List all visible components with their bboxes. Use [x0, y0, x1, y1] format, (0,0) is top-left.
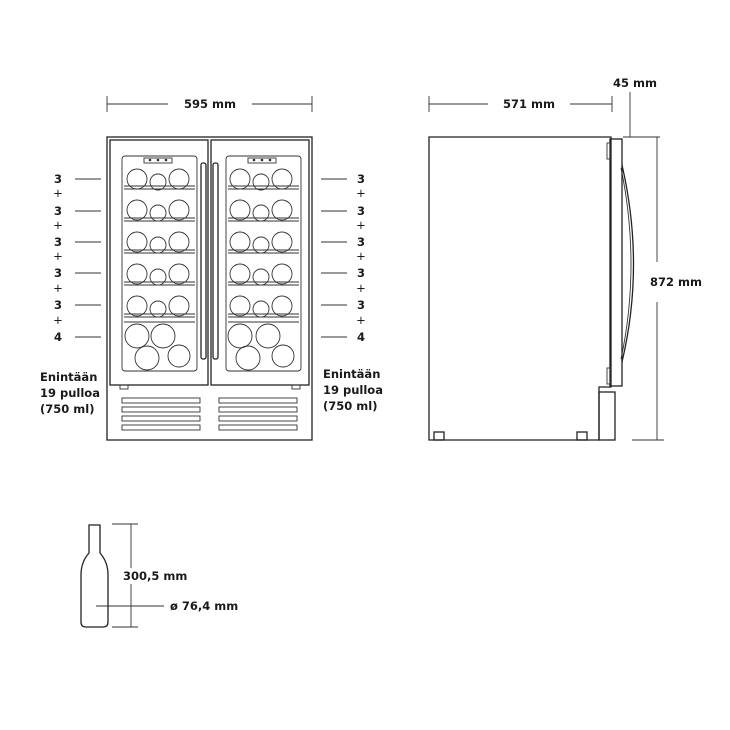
front-cabinet — [106, 136, 313, 441]
shelf-plus: + — [356, 281, 366, 295]
shelf-count: 3 — [357, 172, 365, 186]
shelf-count: 3 — [357, 235, 365, 249]
right-shelves — [227, 168, 299, 371]
bottle-diameter-label: ø 76,4 mm — [170, 599, 238, 613]
door-offset-label: 45 mm — [613, 76, 657, 90]
shelf-plus: + — [356, 313, 366, 327]
shelf-plus: + — [53, 281, 63, 295]
capacity-line: Enintään — [40, 370, 97, 384]
shelf-plus: + — [53, 249, 63, 263]
shelf-count: 3 — [54, 298, 62, 312]
left-door — [109, 139, 209, 386]
shelf-count: 3 — [357, 298, 365, 312]
front-width-dimension: 595 mm — [106, 96, 313, 112]
left-shelves — [124, 168, 195, 371]
capacity-line: 19 pulloa — [323, 383, 383, 397]
shelf-count: 3 — [357, 204, 365, 218]
shelf-plus: + — [53, 313, 63, 327]
front-width-label: 595 mm — [184, 97, 236, 111]
capacity-line: (750 ml) — [323, 399, 377, 413]
side-depth-dimension: 571 mm — [428, 96, 613, 112]
shelf-plus: + — [356, 249, 366, 263]
shelf-leaders — [75, 178, 347, 338]
vent-grille — [121, 397, 298, 431]
shelf-plus: + — [356, 218, 366, 232]
right-door — [210, 139, 310, 386]
capacity-line: 19 pulloa — [40, 386, 100, 400]
shelf-count: 3 — [54, 235, 62, 249]
shelf-count: 3 — [54, 266, 62, 280]
shelf-count: 3 — [54, 172, 62, 186]
bottle-diagram: 300,5 mm ø 76,4 mm — [80, 523, 238, 628]
shelf-plus: + — [53, 186, 63, 200]
shelf-count: 3 — [54, 204, 62, 218]
shelf-count: 3 — [357, 266, 365, 280]
capacity-left: Enintään 19 pulloa (750 ml) — [40, 370, 100, 416]
shelf-plus: + — [53, 218, 63, 232]
capacity-line: (750 ml) — [40, 402, 94, 416]
shelf-counts-left: 3 + 3 + 3 + 3 + 3 + 4 — [53, 172, 63, 344]
capacity-line: Enintään — [323, 367, 380, 381]
side-view: 571 mm 45 mm 872 mm — [428, 76, 702, 441]
height-dimension: 872 mm — [632, 137, 702, 441]
capacity-right: Enintään 19 pulloa (750 ml) — [323, 367, 383, 413]
shelf-count: 4 — [357, 330, 365, 344]
front-view: 595 mm — [40, 96, 383, 441]
shelf-plus: + — [356, 186, 366, 200]
height-label: 872 mm — [650, 275, 702, 289]
shelf-count: 4 — [54, 330, 62, 344]
side-depth-label: 571 mm — [503, 97, 555, 111]
bottle-height-label: 300,5 mm — [123, 569, 187, 583]
bottle-outline — [80, 524, 109, 628]
door-offset-dimension: 45 mm — [613, 76, 660, 138]
shelf-counts-right: 3 + 3 + 3 + 3 + 3 + 4 — [356, 172, 366, 344]
